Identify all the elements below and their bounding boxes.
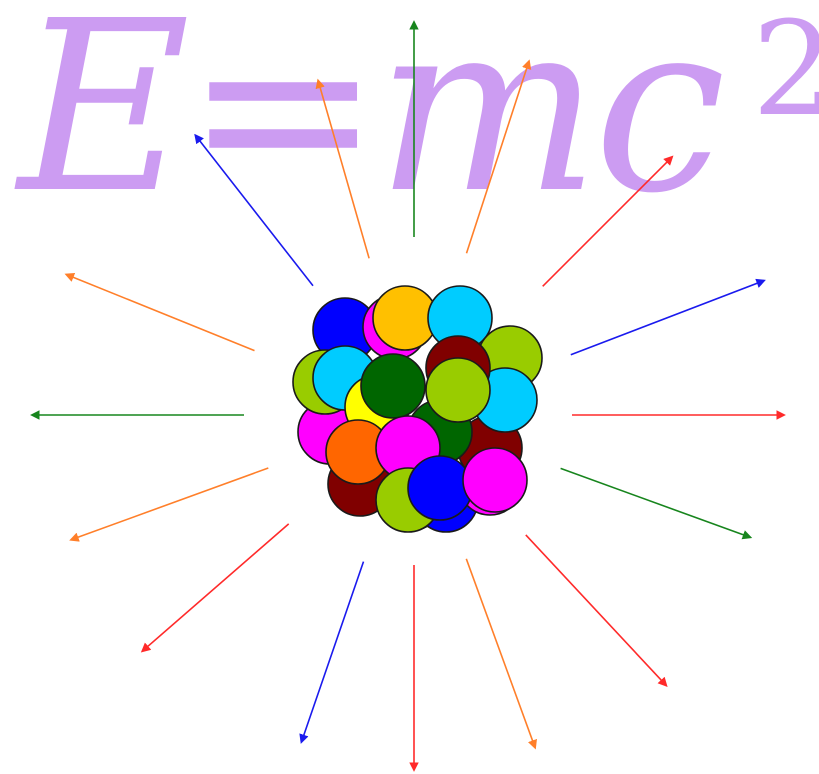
atomic-nucleus	[292, 285, 543, 533]
formula-e-equals-mc-squared: E=mc 2	[0, 0, 819, 260]
formula-exponent: 2	[752, 0, 819, 145]
energy-ray-arrow	[64, 272, 255, 352]
energy-ray-arrow	[560, 467, 753, 540]
energy-ray-arrow	[465, 558, 537, 750]
energy-ray-arrow	[140, 523, 290, 653]
energy-ray-arrow	[315, 78, 370, 259]
nucleon-particle	[425, 357, 491, 423]
energy-ray-arrow	[69, 467, 269, 542]
energy-ray-arrow	[465, 59, 532, 254]
nucleon-particle	[462, 447, 528, 513]
formula-text: E=mc	[18, 0, 726, 245]
energy-ray-arrow	[570, 278, 766, 356]
energy-ray-arrow	[299, 561, 365, 744]
nucleon-particle	[407, 455, 473, 521]
energy-ray-arrow	[542, 155, 674, 287]
energy-rays	[30, 20, 786, 772]
nucleon-particle	[360, 353, 426, 419]
energy-ray-arrow	[194, 133, 314, 287]
energy-ray-arrow	[525, 534, 668, 688]
